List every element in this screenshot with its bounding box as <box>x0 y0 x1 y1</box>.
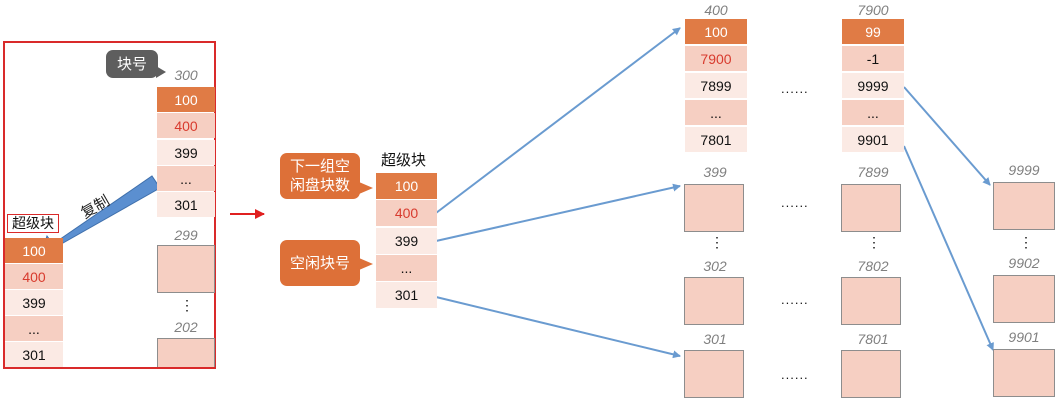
arrow-9901-to-block <box>903 145 994 351</box>
block-300-cell: 399 <box>157 140 215 165</box>
disk-block-202 <box>157 338 215 367</box>
vertical-ellipsis: ⋮ <box>180 297 194 313</box>
vertical-ellipsis: ⋮ <box>1019 234 1033 250</box>
left-superblock-cell: 100 <box>5 238 63 263</box>
block-7899-label: 7899 <box>857 164 889 180</box>
disk-block-9999 <box>993 182 1055 230</box>
disk-block-301 <box>684 350 744 398</box>
block-399-label: 399 <box>703 164 727 180</box>
superblock-cell: 301 <box>376 282 437 308</box>
superblock-cell: 399 <box>376 228 437 254</box>
disk-block-7802 <box>841 277 901 325</box>
block-9901-label: 9901 <box>1008 329 1040 345</box>
block-7900-cell: ... <box>842 100 904 125</box>
block-7900-label: 7900 <box>857 2 889 18</box>
free-block-number-callout: 空闲块号 <box>280 240 360 286</box>
block-202-label: 202 <box>174 319 198 335</box>
horizontal-ellipsis: ...... <box>781 81 809 96</box>
block-7900-count-cell: 99 <box>842 19 904 44</box>
block-300-label: 300 <box>174 67 198 83</box>
disk-block-7801 <box>841 350 901 398</box>
vertical-ellipsis: ⋮ <box>710 234 724 250</box>
block-300-cell: ... <box>157 166 215 191</box>
next-group-count-callout: 下一组空闲盘块数 <box>280 153 360 199</box>
block-300-cell: 400 <box>157 113 215 138</box>
superblock-title: 超级块 <box>381 152 427 169</box>
block-300-cell: 301 <box>157 192 215 217</box>
arrow-9999-to-block <box>903 86 991 186</box>
block-400-cell: 7801 <box>685 127 747 152</box>
block-400-cell: 7899 <box>685 73 747 98</box>
block-7900-cell: 9901 <box>842 127 904 152</box>
left-superblock-cell: 301 <box>5 342 63 367</box>
superblock-count-cell: 100 <box>376 173 437 199</box>
block-302-label: 302 <box>703 258 727 274</box>
block-400-cell: ... <box>685 100 747 125</box>
horizontal-ellipsis: ...... <box>781 367 809 382</box>
disk-block-299 <box>157 245 215 293</box>
horizontal-ellipsis: ...... <box>781 195 809 210</box>
block-400-cell: 7900 <box>685 46 747 71</box>
arrow-superblock-to-301 <box>435 296 681 359</box>
block-number-callout: 块号 <box>106 50 158 78</box>
horizontal-ellipsis: ...... <box>781 292 809 307</box>
block-9999-label: 9999 <box>1008 162 1040 178</box>
block-number-callout-tail <box>156 66 166 78</box>
block-301-label: 301 <box>703 331 727 347</box>
disk-block-9902 <box>993 275 1055 323</box>
block-7802-label: 7802 <box>857 258 889 274</box>
left-superblock-cell: 399 <box>5 290 63 315</box>
free-block-number-text: 空闲块号 <box>289 254 350 272</box>
superblock-cell: ... <box>376 255 437 281</box>
superblock-cell: 400 <box>376 200 437 226</box>
next-group-count-text: 下一组空闲盘块数 <box>289 158 350 194</box>
block-7900-cell: -1 <box>842 46 904 71</box>
vertical-ellipsis: ⋮ <box>867 234 881 250</box>
disk-block-399 <box>684 184 744 232</box>
disk-block-9901 <box>993 349 1055 397</box>
left-superblock-cell: ... <box>5 316 63 341</box>
disk-block-7899 <box>841 184 901 232</box>
block-7801-label: 7801 <box>857 331 889 347</box>
disk-block-302 <box>684 277 744 325</box>
left-panel-frame <box>3 41 216 369</box>
block-300-count-cell: 100 <box>157 87 215 112</box>
block-9902-label: 9902 <box>1008 255 1040 271</box>
block-400-label: 400 <box>704 2 728 18</box>
block-299-label: 299 <box>174 227 198 243</box>
arrow-superblock-to-400 <box>435 27 681 214</box>
left-superblock-title: 超级块 <box>7 214 59 233</box>
block-400-count-cell: 100 <box>685 19 747 44</box>
next-group-callout-tail <box>359 182 373 194</box>
arrow-superblock-to-399 <box>435 183 681 242</box>
block-7900-cell: 9999 <box>842 73 904 98</box>
free-block-callout-tail <box>359 258 373 270</box>
left-superblock-cell: 400 <box>5 264 63 289</box>
block-number-callout-text: 块号 <box>116 55 147 73</box>
